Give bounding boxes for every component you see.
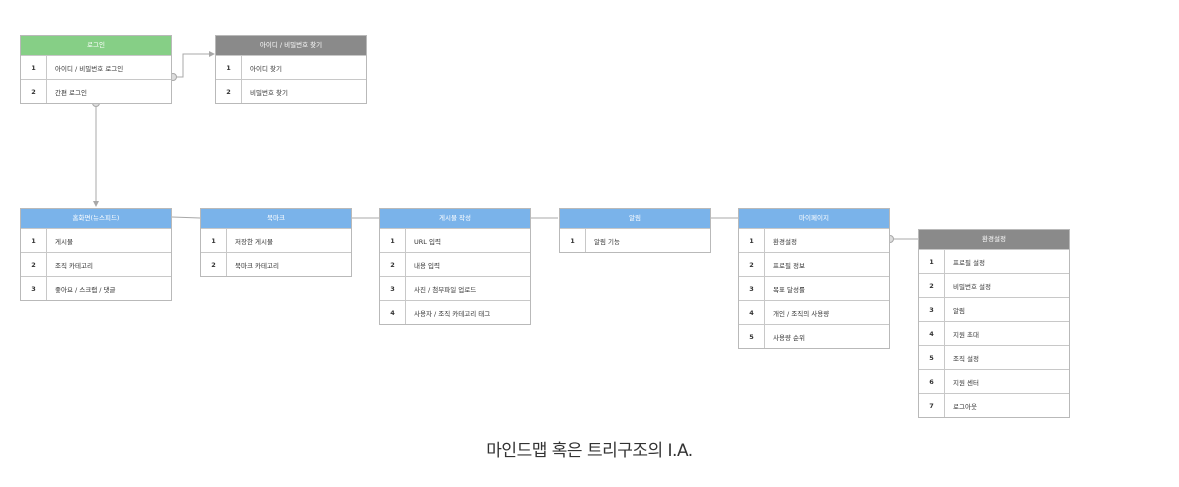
item-number: 2 [919,274,945,297]
box-mypage-title: 마이페이지 [739,209,889,228]
box-write-post: 게시물 작성 1 URL 입력 2 내용 입력 3 사진 / 첨부파일 업로드 4 사용… [379,208,531,325]
connector-login-to-find [173,51,215,78]
item-number: 6 [919,370,945,393]
item-number: 1 [739,229,765,252]
list-item: 4 개인 / 조직의 사용량 [739,300,889,324]
box-home: 홈화면(뉴스피드) 1 게시물 2 조직 카테고리 3 좋아요 / 스크랩 / 댓글 [20,208,172,301]
item-number: 1 [201,229,227,252]
item-number: 2 [739,253,765,276]
item-label: 목표 달성률 [773,285,805,294]
list-item: 1 저장한 게시물 [201,228,351,252]
list-item: 7 로그아웃 [919,393,1069,417]
box-find-title: 아이디 / 비밀번호 찾기 [216,36,366,55]
item-number: 7 [919,394,945,417]
item-number: 1 [216,56,242,79]
list-item: 3 사진 / 첨부파일 업로드 [380,276,530,300]
list-item: 1 프로필 설정 [919,249,1069,273]
item-label: 개인 / 조직의 사용량 [773,309,830,318]
connector-home-to-bookmark [171,216,201,219]
list-item: 4 지원 초대 [919,321,1069,345]
item-number: 2 [380,253,406,276]
item-label: 로그아웃 [953,402,977,411]
item-number: 5 [919,346,945,369]
list-item: 2 내용 입력 [380,252,530,276]
list-item: 1 게시물 [21,228,171,252]
item-label: 알림 기능 [594,237,620,246]
item-number: 1 [560,229,586,252]
item-label: 아이디 찾기 [250,64,282,73]
box-login-title: 로그인 [21,36,171,55]
item-number: 2 [216,80,242,103]
item-number: 1 [919,250,945,273]
list-item: 5 사용량 순위 [739,324,889,348]
list-item: 1 알림 기능 [560,228,710,252]
item-label: 조직 설정 [953,354,979,363]
item-number: 4 [739,301,765,324]
box-home-title: 홈화면(뉴스피드) [21,209,171,228]
item-label: 지원 센터 [953,378,979,387]
list-item: 4 사용자 / 조직 카테고리 태그 [380,300,530,324]
item-label: 사진 / 첨부파일 업로드 [414,285,477,294]
item-label: 환경설정 [773,237,797,246]
item-number: 1 [21,56,47,79]
box-bookmark-title: 북마크 [201,209,351,228]
item-label: 저장한 게시물 [235,237,273,246]
list-item: 5 조직 설정 [919,345,1069,369]
item-number: 3 [380,277,406,300]
item-label: 간편 로그인 [55,88,87,97]
list-item: 6 지원 센터 [919,369,1069,393]
item-label: 비밀번호 설정 [953,282,991,291]
box-alarm: 알림 1 알림 기능 [559,208,711,253]
list-item: 1 아이디 / 비밀번호 로그인 [21,55,171,79]
list-item: 2 비밀번호 설정 [919,273,1069,297]
item-number: 2 [201,253,227,276]
list-item: 3 알림 [919,297,1069,321]
item-number: 3 [919,298,945,321]
item-label: 사용량 순위 [773,333,805,342]
item-label: 북마크 카테고리 [235,261,279,270]
list-item: 2 간편 로그인 [21,79,171,103]
item-label: 비밀번호 찾기 [250,88,288,97]
list-item: 1 환경설정 [739,228,889,252]
box-settings-title: 환경설정 [919,230,1069,249]
item-label: 게시물 [55,237,73,246]
item-label: 알림 [953,306,965,315]
item-number: 1 [380,229,406,252]
item-number: 3 [21,277,47,300]
list-item: 1 아이디 찾기 [216,55,366,79]
item-label: 내용 입력 [414,261,440,270]
box-write-title: 게시물 작성 [380,209,530,228]
item-label: 조직 카테고리 [55,261,93,270]
list-item: 1 URL 입력 [380,228,530,252]
item-number: 2 [21,253,47,276]
item-label: URL 입력 [414,237,441,246]
box-bookmark: 북마크 1 저장한 게시물 2 북마크 카테고리 [200,208,352,277]
diagram-caption: 마인드맵 혹은 트리구조의 I.A. [486,441,693,461]
list-item: 3 좋아요 / 스크랩 / 댓글 [21,276,171,300]
box-login: 로그인 1 아이디 / 비밀번호 로그인 2 간편 로그인 [20,35,172,104]
list-item: 2 북마크 카테고리 [201,252,351,276]
item-label: 프로필 설정 [953,258,985,267]
item-label: 좋아요 / 스크랩 / 댓글 [55,285,116,294]
box-mypage: 마이페이지 1 환경설정 2 프로필 정보 3 목표 달성률 4 개인 / 조직의 사용… [738,208,890,349]
item-number: 4 [380,301,406,324]
item-label: 프로필 정보 [773,261,805,270]
item-label: 지원 초대 [953,330,979,339]
item-number: 5 [739,325,765,348]
list-item: 2 프로필 정보 [739,252,889,276]
item-number: 4 [919,322,945,345]
item-number: 1 [21,229,47,252]
box-alarm-title: 알림 [560,209,710,228]
item-label: 아이디 / 비밀번호 로그인 [55,64,124,73]
item-number: 2 [21,80,47,103]
list-item: 2 조직 카테고리 [21,252,171,276]
list-item: 3 목표 달성률 [739,276,889,300]
item-number: 3 [739,277,765,300]
list-item: 2 비밀번호 찾기 [216,79,366,103]
item-label: 사용자 / 조직 카테고리 태그 [414,309,491,318]
box-find-account: 아이디 / 비밀번호 찾기 1 아이디 찾기 2 비밀번호 찾기 [215,35,367,104]
